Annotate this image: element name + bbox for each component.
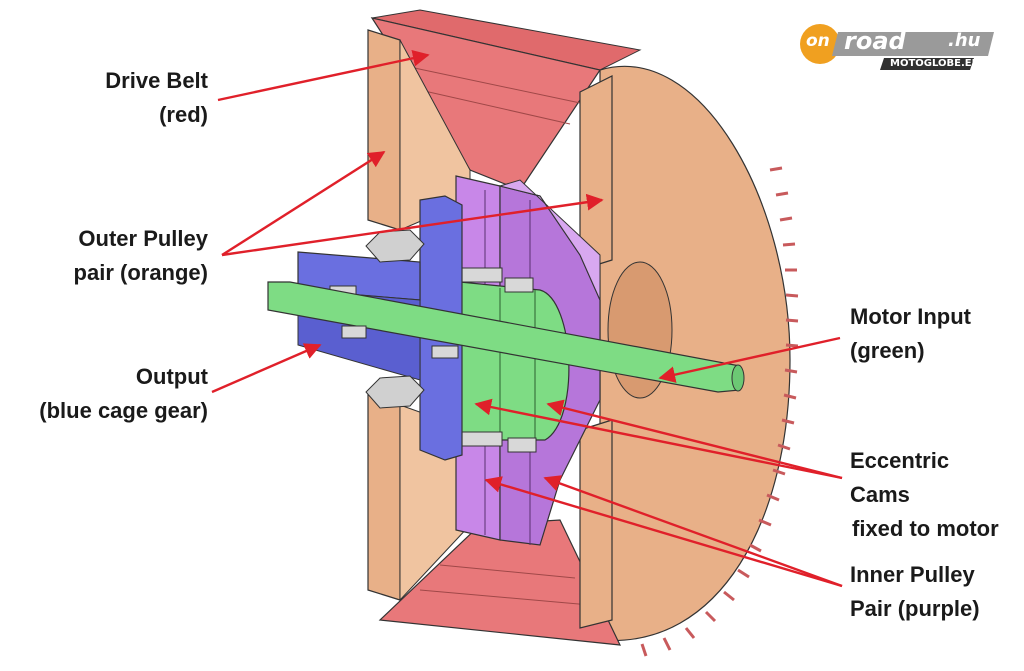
label-inner-pulley-line2: Pair (purple) [850,596,980,621]
label-drive-belt: Drive Belt (red) [105,64,208,132]
logo-tld: .hu [948,30,981,51]
arrow-output [211,343,322,394]
arrow-drive-belt [217,49,430,102]
logo-sub: MOTOGLOBE.EU [890,58,980,69]
arrow-cam-a [474,398,843,480]
label-eccentric-cams-line2: Cams [850,482,910,507]
label-output-line2: (blue cage gear) [39,398,208,423]
label-eccentric-cams-line1: Eccentric [850,448,950,473]
callout-arrows [211,49,843,588]
label-outer-pulley-line2: pair (orange) [73,260,208,285]
label-motor-input-line2: (green) [850,338,925,363]
arrow-inner-pulley-a [484,476,843,588]
motor-input-shaft [267,281,745,393]
arrow-motor-input [658,336,841,383]
drive-belt-bottom [378,519,622,646]
label-drive-belt-line2: (red) [159,102,208,127]
belt-teeth [640,166,799,657]
onroad-logo: on road .hu MOTOGLOBE.EU [798,22,998,72]
label-motor-input-line1: Motor Input [850,304,971,329]
label-inner-pulley: Inner Pulley Pair (purple) [850,558,980,626]
label-output-line1: Output [135,364,208,389]
label-eccentric-cams: Eccentric Cams fixed to motor [850,444,999,546]
label-outer-pulley: Outer Pulley pair (orange) [74,222,208,290]
arrow-outer-pulley-b [221,193,604,257]
arrow-outer-pulley-a [221,150,386,257]
label-outer-pulley-line1: Outer Pulley [78,226,208,251]
label-eccentric-cams-line3: fixed to motor [852,516,999,541]
logo-graphic [800,24,994,70]
label-inner-pulley-line1: Inner Pulley [850,562,975,587]
logo-on: on [806,31,830,51]
arrow-cam-b [546,399,843,480]
arrow-inner-pulley-b [543,475,843,588]
label-drive-belt-line1: Drive Belt [105,68,208,93]
label-output: Output (blue cage gear) [39,360,208,428]
outer-pulley-right [579,75,613,629]
label-motor-input: Motor Input (green) [850,300,971,368]
logo-road: road [844,27,906,55]
